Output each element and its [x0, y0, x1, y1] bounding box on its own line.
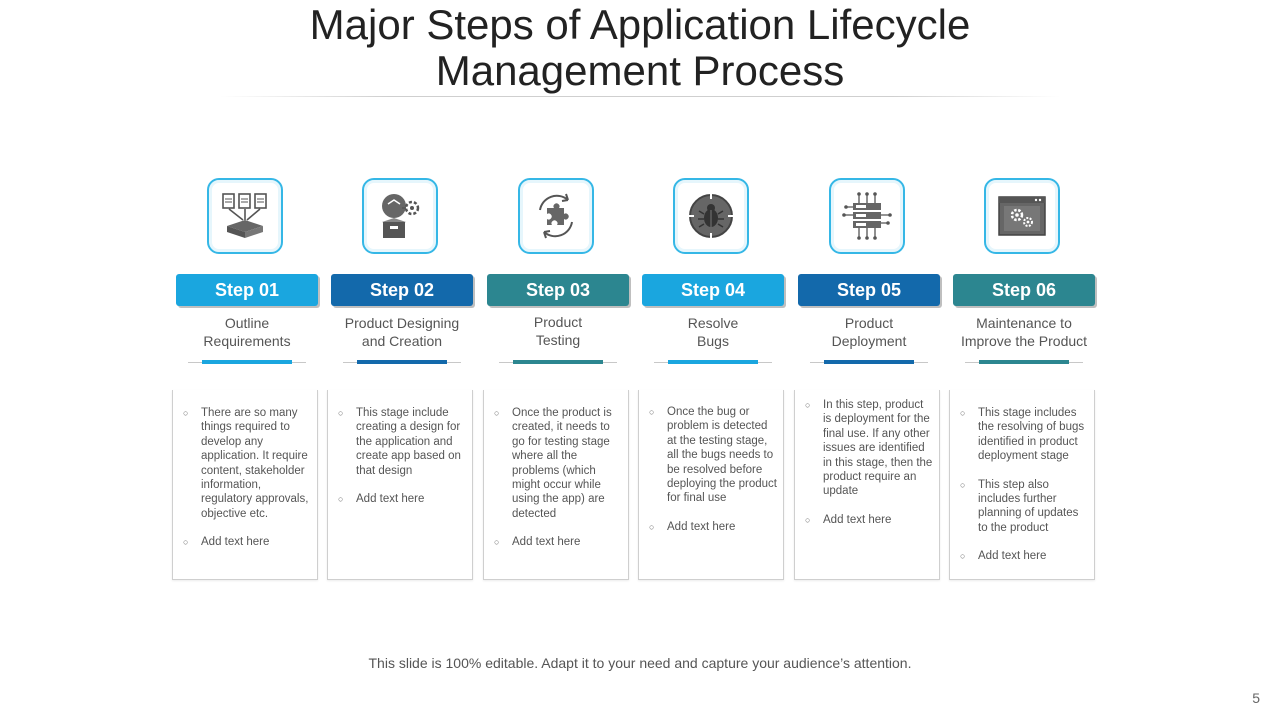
step-1-accent-bar: [202, 360, 292, 364]
list-item: This stage includes the resolving of bug…: [960, 406, 1088, 464]
step-4-label: Step 04: [642, 274, 784, 306]
step-6-subtitle-line-1: Maintenance to: [976, 315, 1072, 331]
slide-title: Major Steps of Application Lifecycle Man…: [140, 2, 1140, 94]
step-1-label: Step 01: [176, 274, 318, 306]
list-item: Once the product is created, it needs to…: [494, 406, 622, 521]
step-1-subtitle: Outline Requirements: [176, 314, 318, 350]
slide-title-line-2: Management Process: [435, 47, 845, 94]
list-item: Add text here: [960, 549, 1088, 564]
list-item: Add text here: [649, 520, 777, 535]
step-2-card: This stage include creating a design for…: [327, 390, 473, 580]
step-4-subtitle: Resolve Bugs: [642, 314, 784, 350]
slide-title-line-1: Major Steps of Application Lifecycle: [309, 1, 971, 48]
step-2-subtitle-line-2: and Creation: [361, 333, 443, 349]
step-2-accent-bar: [357, 360, 447, 364]
browser-gears-icon: [998, 196, 1046, 236]
step-3-label: Step 03: [487, 274, 629, 306]
puzzle-cycle-icon: [539, 193, 573, 239]
step-2-subtitle-line-1: Product Designing: [344, 315, 460, 331]
list-item: This step also includes further planning…: [960, 478, 1088, 536]
step-5-card: In this step, product is deployment for …: [794, 390, 940, 580]
step-3-accent-bar: [513, 360, 603, 364]
step-6-label: Step 06: [953, 274, 1095, 306]
documents-to-box-icon: [222, 193, 267, 238]
step-2-label: Step 02: [331, 274, 473, 306]
list-item: Add text here: [338, 492, 466, 507]
step-4-subtitle-line-1: Resolve: [687, 315, 739, 331]
step-1-card: There are so many things required to dev…: [172, 390, 318, 580]
step-5-icon-box: [829, 178, 905, 254]
step-4-card: Once the bug or problem is detected at t…: [638, 390, 784, 580]
step-3-icon-box: [518, 178, 594, 254]
list-item: Add text here: [183, 535, 311, 550]
bug-target-icon: [688, 193, 734, 239]
step-6-card: This stage includes the resolving of bug…: [949, 390, 1095, 580]
title-divider: [220, 96, 1060, 97]
step-3-card: Once the product is created, it needs to…: [483, 390, 629, 580]
step-6-subtitle: Maintenance to Improve the Product: [953, 314, 1095, 350]
server-network-icon: [842, 192, 892, 240]
footer-note: This slide is 100% editable. Adapt it to…: [368, 655, 912, 671]
list-item: Add text here: [494, 535, 622, 550]
step-4-icon-box: [673, 178, 749, 254]
step-3-subtitle: Product Testing: [487, 313, 629, 349]
step-3-subtitle-line-1: Product: [533, 314, 583, 330]
step-2-subtitle: Product Designing and Creation: [331, 314, 473, 350]
step-1-subtitle-line-1: Outline: [224, 315, 270, 331]
idea-gear-box-icon: [382, 194, 420, 238]
list-item: In this step, product is deployment for …: [805, 398, 933, 499]
step-1-icon-box: [207, 178, 283, 254]
list-item: This stage include creating a design for…: [338, 406, 466, 478]
step-6-accent-bar: [979, 360, 1069, 364]
list-item: There are so many things required to dev…: [183, 406, 311, 521]
step-4-subtitle-line-2: Bugs: [697, 333, 729, 349]
step-1-subtitle-line-2: Requirements: [203, 333, 291, 349]
step-6-icon-box: [984, 178, 1060, 254]
page-number: 5: [1252, 690, 1260, 706]
list-item: Add text here: [805, 513, 933, 528]
step-5-subtitle: Product Deployment: [798, 314, 940, 350]
step-5-subtitle-line-1: Product: [844, 315, 894, 331]
step-2-icon-box: [362, 178, 438, 254]
step-4-accent-bar: [668, 360, 758, 364]
step-5-accent-bar: [824, 360, 914, 364]
step-5-label: Step 05: [798, 274, 940, 306]
step-3-subtitle-line-2: Testing: [535, 332, 581, 348]
step-5-subtitle-line-2: Deployment: [831, 333, 907, 349]
list-item: Once the bug or problem is detected at t…: [649, 405, 777, 506]
step-6-subtitle-line-2: Improve the Product: [960, 333, 1088, 349]
